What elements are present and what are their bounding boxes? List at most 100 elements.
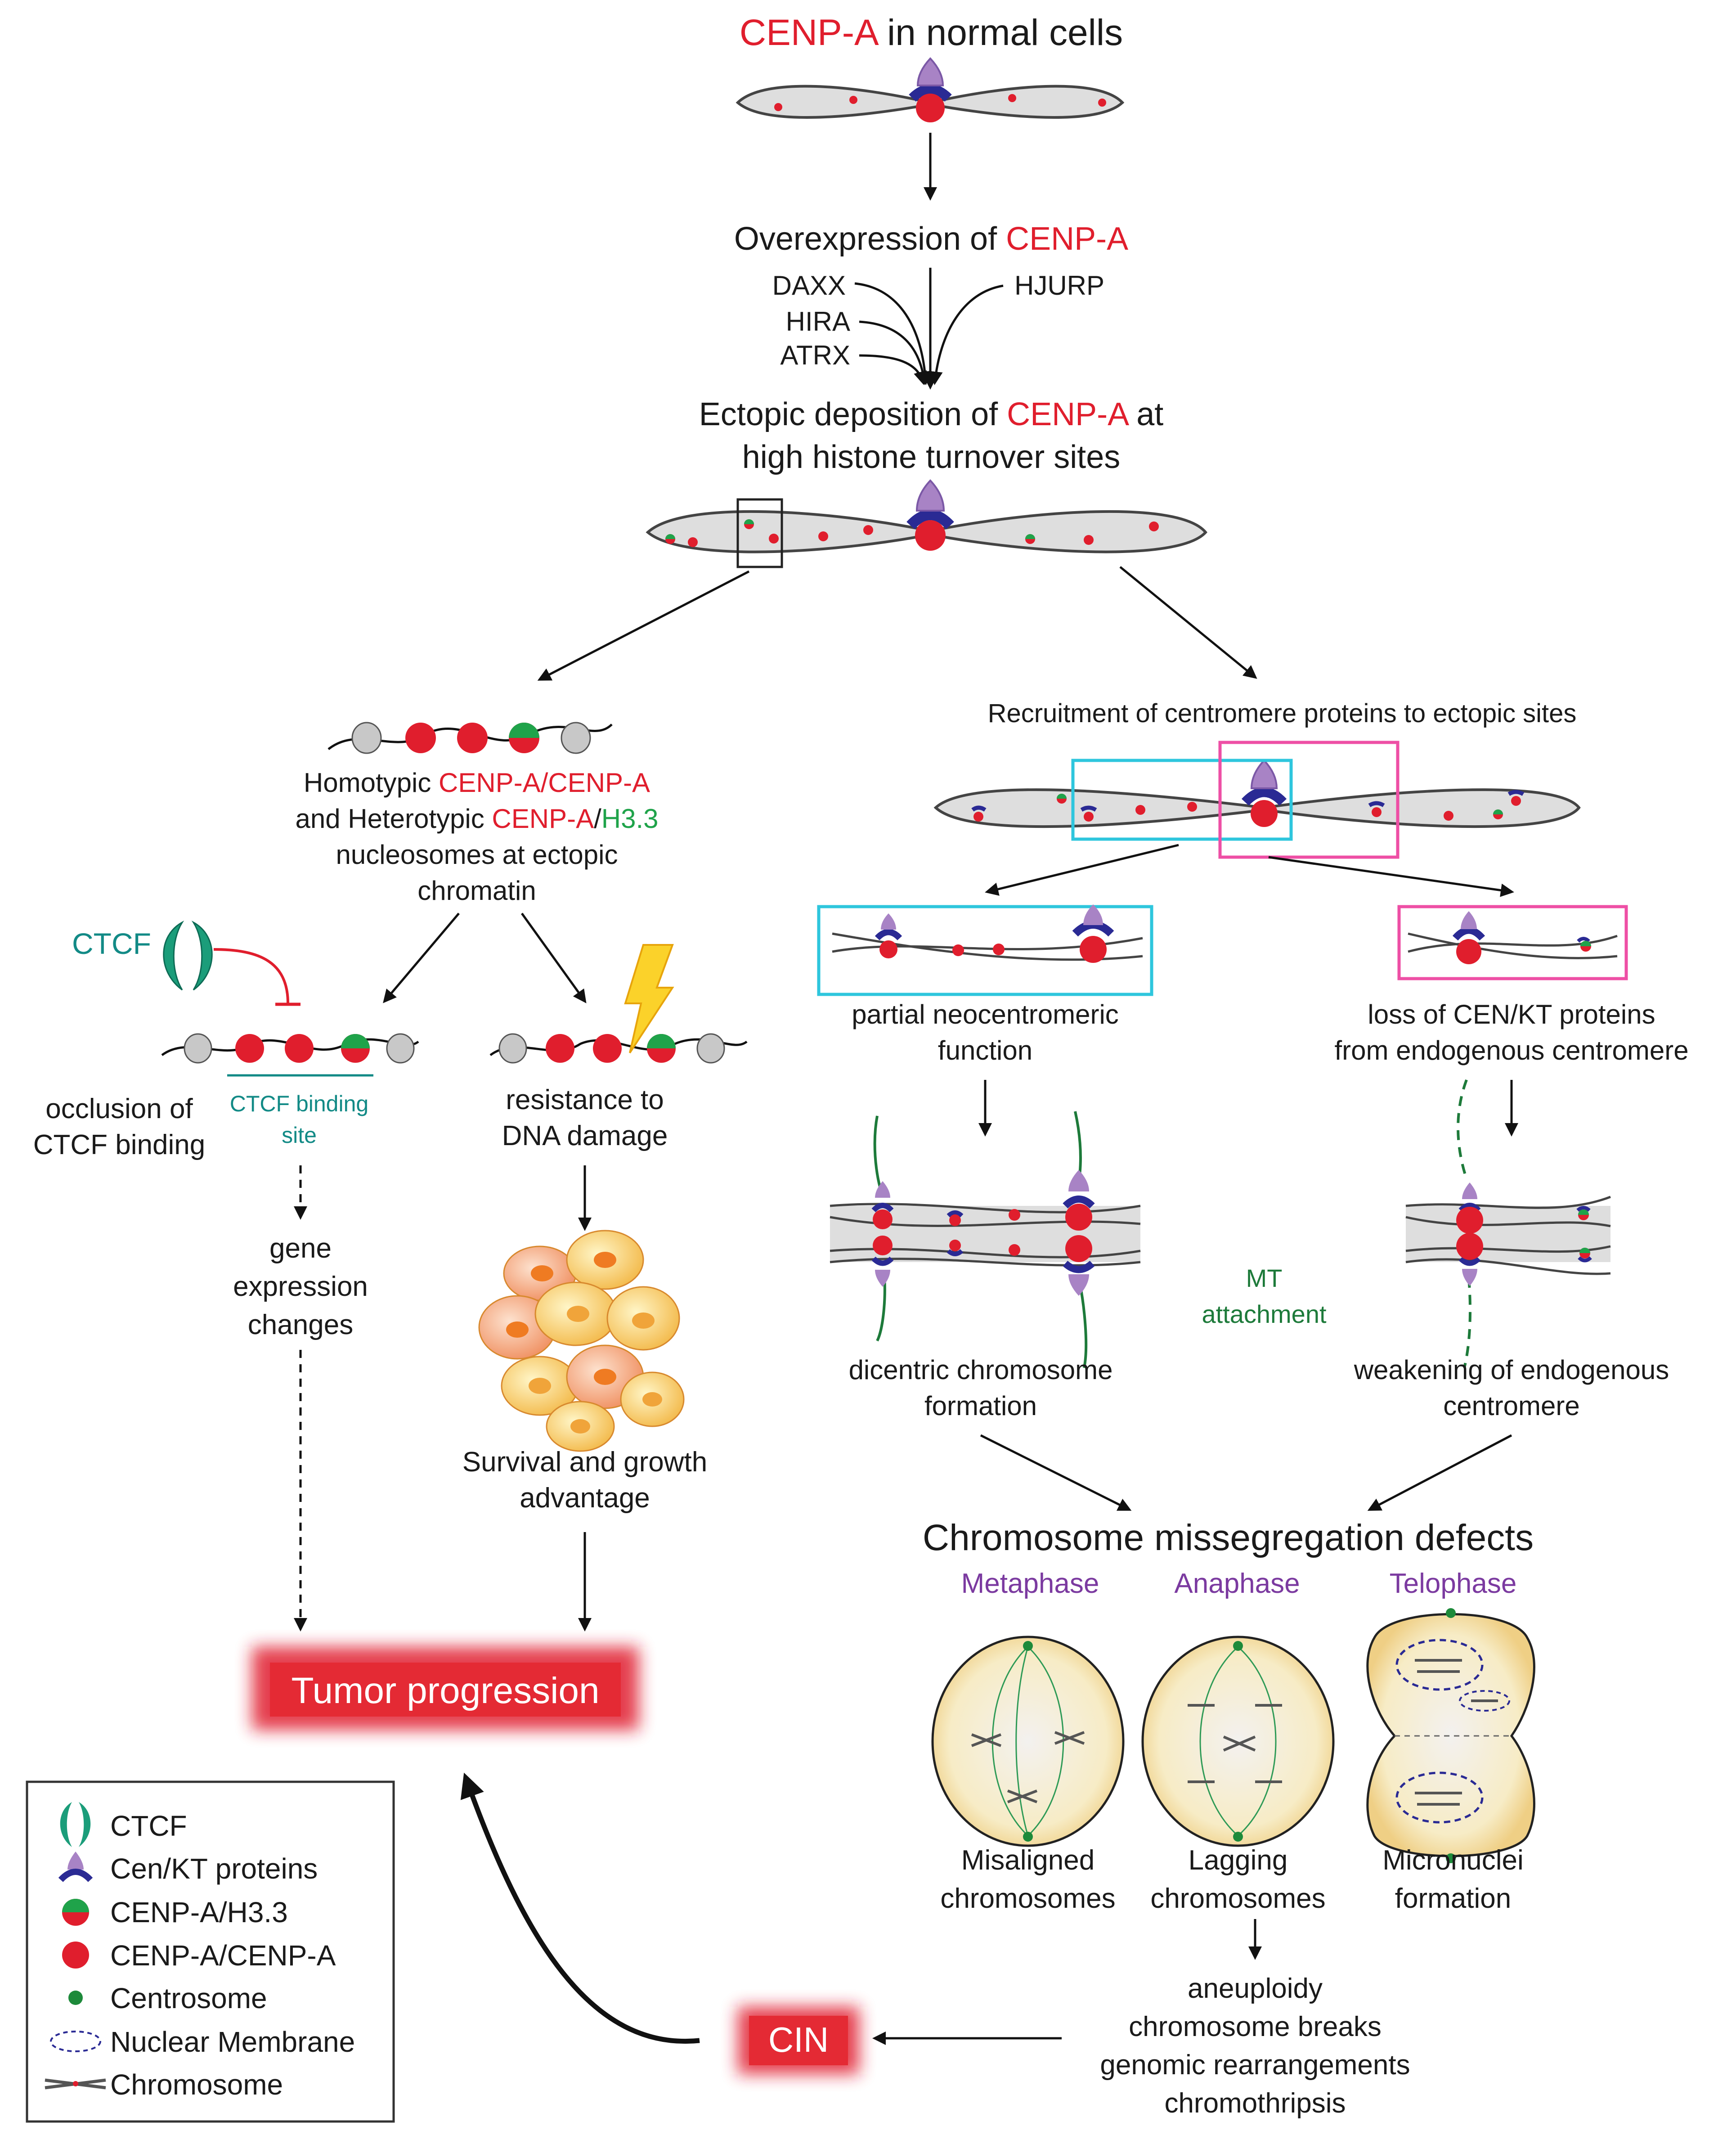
ectopic-chromosome <box>646 479 1207 568</box>
arrow-to-occlusion <box>383 912 460 1003</box>
cenpa-cenpa-icon <box>62 1942 89 1969</box>
legend-label-ctcf: CTCF <box>110 1810 187 1842</box>
anaphase-cell <box>1141 1636 1335 1847</box>
cin-box: CIN <box>738 2007 859 2074</box>
arrow-to-partial <box>985 844 1179 896</box>
occlusion-line1: occlusion of <box>45 1093 193 1124</box>
cin-label: CIN <box>768 2020 829 2059</box>
homotypic-line2: and Heterotypic CENP-A/H3.3 <box>295 804 658 834</box>
consequence-4: chromothripsis <box>1164 2088 1346 2119</box>
legend-label-cenpa-cenpa: CENP-A/CENP-A <box>110 1939 336 1972</box>
chaperone-atrx: ATRX <box>780 340 850 370</box>
ectopic-line1: Ectopic deposition of CENP-A at <box>699 396 1164 432</box>
legend-label-cenpa-h33: CENP-A/H3.3 <box>110 1896 288 1928</box>
nucleosome-array-damage <box>489 1033 748 1064</box>
recruitment-chromosome <box>933 741 1581 859</box>
partial-line1: partial neocentromeric <box>852 999 1119 1029</box>
partial-line2: function <box>938 1035 1032 1065</box>
survival-line2: advantage <box>520 1483 650 1514</box>
arrow-to-resistance <box>520 912 587 1003</box>
cenpa-h33-icon <box>62 1899 89 1926</box>
tumor-cell-cluster <box>478 1230 685 1452</box>
ctcf-inhibition-line <box>213 948 289 1004</box>
dicentric-line1: dicentric chromosome <box>849 1355 1113 1385</box>
tumor-progression-label: Tumor progression <box>291 1670 599 1711</box>
recruitment-label: Recruitment of centromere proteins to ec… <box>988 699 1577 728</box>
arrow-to-left-branch <box>537 570 750 681</box>
outcome-metaphase-1: Misaligned <box>961 1845 1095 1876</box>
resistance-line2: DNA damage <box>502 1120 668 1151</box>
title: CENP-A in normal cells <box>740 12 1123 53</box>
title-rest: in normal cells <box>877 12 1123 53</box>
nucleosome-array-ctcf <box>161 1033 419 1077</box>
outcome-telophase-2: formation <box>1395 1883 1511 1914</box>
outcome-telophase-1: Micronuclei <box>1382 1845 1524 1876</box>
lightning-icon <box>624 944 674 1054</box>
normal-chromosome <box>736 57 1125 122</box>
arrow-to-right-branch <box>1119 566 1257 679</box>
metaphase-cell <box>931 1636 1125 1847</box>
nucleosome-array-top <box>327 722 613 754</box>
tumor-progression-box: Tumor progression <box>252 1647 639 1730</box>
weakened-chromosome <box>1405 1079 1611 1368</box>
overexpression-label: Overexpression of CENP-A <box>734 221 1128 257</box>
homotypic-line4: chromatin <box>417 876 536 906</box>
outcome-anaphase-2: chromosomes <box>1150 1883 1325 1914</box>
outcome-metaphase-2: chromosomes <box>940 1883 1115 1914</box>
centrosome-icon <box>68 1991 83 2005</box>
chaperone-hjurp: HJURP <box>1014 270 1104 301</box>
arrow-to-loss <box>1268 856 1514 897</box>
gene-expression-line1: gene <box>269 1233 332 1264</box>
gene-expression-line3: changes <box>248 1309 353 1340</box>
gene-expression-line2: expression <box>233 1271 368 1302</box>
consequence-1: aneuploidy <box>1188 1973 1323 2004</box>
survival-line1: Survival and growth <box>462 1447 708 1478</box>
homotypic-line1: Homotypic CENP-A/CENP-A <box>304 768 650 798</box>
phase-metaphase: Metaphase <box>961 1568 1099 1599</box>
weakening-line1: weakening of endogenous <box>1354 1355 1669 1385</box>
resistance-line1: resistance to <box>506 1084 664 1115</box>
arrow-cin-to-tumor <box>460 1772 700 2044</box>
weakening-line2: centromere <box>1443 1391 1579 1421</box>
chaperone-daxx: DAXX <box>772 270 846 301</box>
ctcf-icon <box>60 1802 91 1847</box>
legend-label-chromosome: Chromosome <box>110 2068 283 2101</box>
loss-line2: from endogenous centromere <box>1334 1035 1688 1065</box>
pink-zoom-box <box>1397 905 1628 980</box>
loss-line1: loss of CEN/KT proteins <box>1368 999 1655 1029</box>
ectopic-line2: high histone turnover sites <box>742 439 1120 475</box>
dicentric-line2: formation <box>924 1391 1037 1421</box>
nuclear-membrane-icon <box>50 2031 101 2052</box>
title-cenpa: CENP-A <box>740 12 879 53</box>
homotypic-line3: nucleosomes at ectopic <box>336 840 618 870</box>
legend: CTCF Cen/KT proteins CENP-A/H3.3 CENP-A/… <box>26 1780 395 2123</box>
missegregation-title: Chromosome missegregation defects <box>923 1517 1534 1558</box>
chaperone-labels: DAXX HIRA ATRX HJURP <box>772 270 1104 370</box>
ctcf-label: CTCF <box>72 927 151 960</box>
cyan-zoom-box <box>817 904 1153 996</box>
phase-telophase: Telophase <box>1390 1568 1517 1599</box>
ctcf-icon <box>163 920 213 991</box>
mt-line1: MT <box>1246 1264 1283 1292</box>
consequence-3: genomic rearrangements <box>1100 2050 1410 2081</box>
outcome-anaphase-1: Lagging <box>1189 1845 1288 1876</box>
phase-anaphase: Anaphase <box>1174 1568 1300 1599</box>
legend-label-nuclear-membrane: Nuclear Membrane <box>110 2026 355 2058</box>
ctcf-site-line1: CTCF binding <box>230 1091 368 1116</box>
consequence-2: chromosome breaks <box>1129 2011 1382 2042</box>
ctcf-site-line2: site <box>282 1123 317 1148</box>
chaperone-hira: HIRA <box>786 306 850 337</box>
telophase-cell <box>1366 1608 1535 1863</box>
arrow-dicentric-to-missegregation <box>980 1434 1132 1511</box>
legend-label-centrosome: Centrosome <box>110 1982 267 2014</box>
mt-line2: attachment <box>1202 1300 1326 1328</box>
cen-kt-icon <box>58 1852 93 1882</box>
legend-label-cen-kt: Cen/KT proteins <box>110 1852 318 1885</box>
arrow-weakening-to-missegregation <box>1367 1434 1512 1511</box>
chaperone-arrows <box>854 268 1004 390</box>
dicentric-chromosome <box>830 1111 1141 1368</box>
chromosome-icon <box>45 2078 106 2090</box>
occlusion-line2: CTCF binding <box>33 1129 205 1160</box>
